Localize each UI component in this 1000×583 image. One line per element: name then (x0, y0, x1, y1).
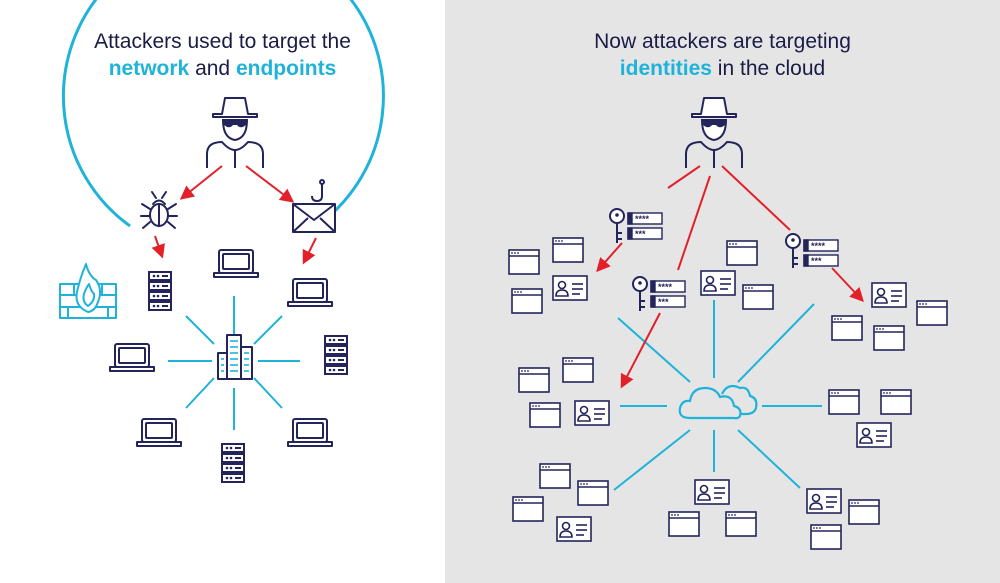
right-title-line2: identities in the cloud (445, 55, 1000, 82)
network-perimeter-circle (61, 0, 385, 230)
firewall-icon (59, 263, 117, 319)
left-network-diagram (59, 0, 385, 483)
laptop-icon (287, 278, 333, 307)
browser-window-icon (668, 511, 700, 537)
id-card-icon (552, 275, 588, 301)
bug-icon (140, 191, 178, 229)
password-mask-top: **** (658, 282, 673, 292)
left-attack-arrows (151, 165, 317, 265)
browser-window-icon (880, 389, 912, 415)
left-title-accent-endpoints: endpoints (235, 57, 337, 80)
network-links (168, 296, 300, 430)
browser-window-icon (512, 496, 544, 522)
password-mask-bottom: *** (658, 297, 669, 307)
laptop-icon (136, 418, 182, 447)
id-card-icon (856, 422, 892, 448)
browser-window-icon (726, 240, 758, 266)
left-title-accent-network: network (108, 57, 190, 80)
laptop-icon (213, 249, 259, 278)
browser-window-icon (810, 524, 842, 550)
id-card-icon (871, 282, 907, 308)
right-title-rest: in the cloud (711, 57, 826, 80)
browser-window-icon (508, 249, 540, 275)
id-card-icon (694, 479, 730, 505)
key-icon (609, 208, 625, 244)
server-icon (221, 443, 245, 483)
hacker-icon (206, 97, 264, 169)
password-mask-top: **** (811, 241, 826, 251)
left-title-line2: network and endpoints (0, 55, 445, 82)
key-icon (785, 233, 801, 269)
right-title-accent-identities: identities (619, 57, 712, 80)
password-mask-bottom: *** (811, 256, 822, 266)
browser-window-icon (873, 325, 905, 351)
browser-window-icon (539, 463, 571, 489)
id-card-icon (556, 516, 592, 542)
id-card-icon (700, 270, 736, 296)
browser-window-icon (529, 402, 561, 428)
cloud-icon (678, 384, 758, 420)
server-icon (148, 271, 172, 311)
cloud-links (613, 300, 822, 491)
server-icon (324, 335, 348, 375)
id-card-icon (574, 400, 610, 426)
browser-window-icon (562, 357, 594, 383)
browser-window-icon (831, 315, 863, 341)
right-attack-lines (596, 165, 864, 389)
right-cloud-diagram: **** *** **** *** **** *** (508, 97, 948, 550)
key-icon (632, 276, 648, 312)
browser-window-icon (742, 284, 774, 310)
hacker-icon (685, 97, 743, 169)
browser-window-icon (518, 367, 550, 393)
left-title-line1: Attackers used to target the (94, 30, 351, 53)
laptop-icon (287, 418, 333, 447)
browser-window-icon (511, 288, 543, 314)
right-title-line1: Now attackers are targeting (594, 30, 851, 53)
password-mask-top: **** (635, 214, 650, 224)
credential-group: **** *** (785, 233, 839, 269)
browser-window-icon (916, 300, 948, 326)
id-card-icon (806, 488, 842, 514)
left-title-join: and (189, 57, 236, 80)
right-panel-title: Now attackers are targeting identities i… (445, 28, 1000, 82)
browser-window-icon (725, 511, 757, 537)
browser-window-icon (577, 480, 609, 506)
phishing-email-icon (292, 179, 336, 233)
browser-window-icon (552, 237, 584, 263)
laptop-icon (109, 343, 155, 372)
credential-group: **** *** (632, 276, 686, 312)
browser-window-icon (848, 499, 880, 525)
office-building-icon (217, 334, 253, 380)
browser-window-icon (828, 389, 860, 415)
left-panel-title: Attackers used to target the network and… (0, 28, 445, 82)
credential-group: **** *** (609, 208, 663, 244)
password-mask-bottom: *** (635, 229, 646, 239)
